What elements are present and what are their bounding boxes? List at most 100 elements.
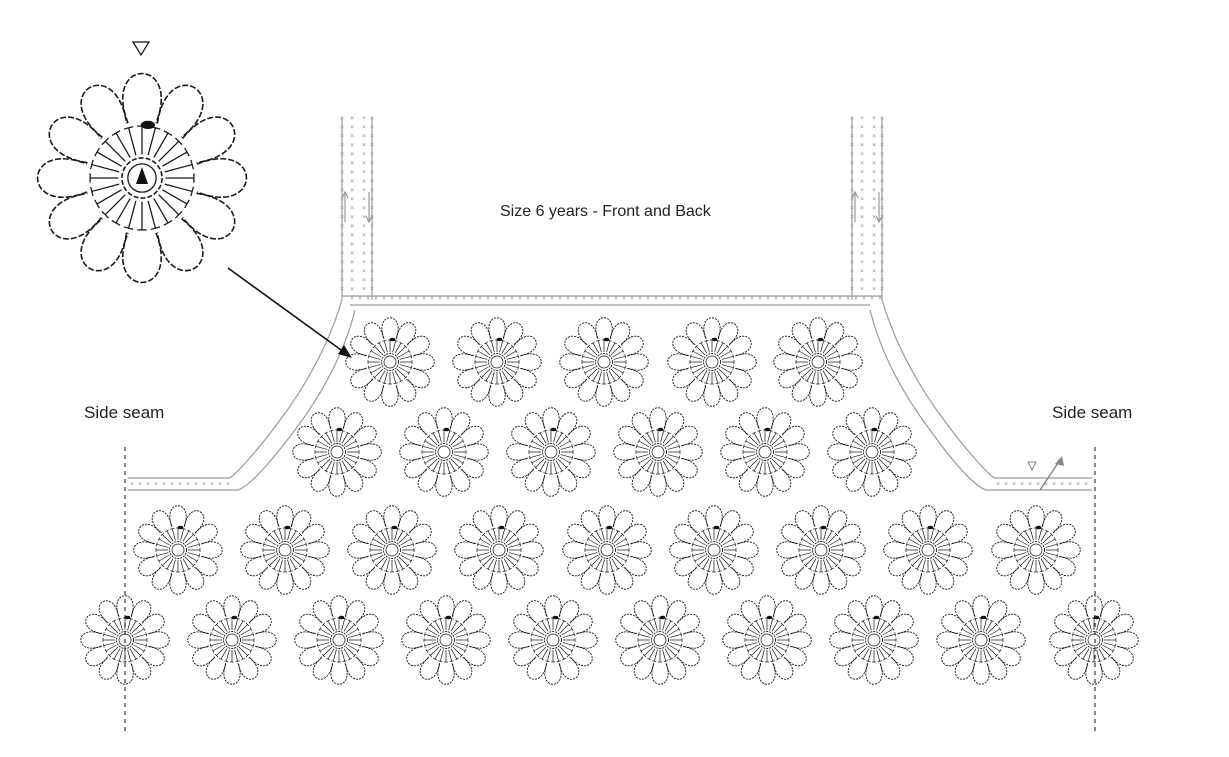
stitch-mark: × <box>362 285 366 293</box>
stitch-mark: × <box>880 177 884 185</box>
stitch-mark: × <box>860 186 864 194</box>
flower-motif-r3-c4 <box>454 505 544 595</box>
stitch-mark: × <box>850 186 854 194</box>
stitch-mark: × <box>850 276 854 284</box>
stitch-mark: × <box>178 480 182 488</box>
stitch-mark: × <box>582 294 586 302</box>
stitch-mark: × <box>860 195 864 203</box>
flower-motif-r4-c8 <box>829 595 919 685</box>
stitch-mark: × <box>370 222 374 230</box>
stitch-mark: × <box>694 294 698 302</box>
stitch-mark: × <box>1068 480 1072 488</box>
stitch-mark: × <box>678 294 682 302</box>
flower-motifs <box>80 317 1139 685</box>
stitch-mark: × <box>370 177 374 185</box>
stitch-mark: × <box>340 177 344 185</box>
stitch-mark: × <box>362 195 366 203</box>
stitch-mark: × <box>860 249 864 257</box>
stitch-mark: × <box>362 123 366 131</box>
flower-motif-r1-c4 <box>667 317 757 407</box>
stitch-mark: × <box>860 114 864 122</box>
stitch-mark: × <box>350 285 354 293</box>
stitch-mark: × <box>718 294 722 302</box>
stitch-mark: × <box>710 294 714 302</box>
stitch-mark: × <box>542 294 546 302</box>
stitch-mark: × <box>766 294 770 302</box>
stitch-mark: × <box>226 480 230 488</box>
stitch-mark: × <box>350 150 354 158</box>
detail-motif <box>36 41 248 284</box>
flower-motif-r2-c2 <box>399 407 489 497</box>
stitch-mark: × <box>422 294 426 302</box>
stitch-mark: × <box>1036 480 1040 488</box>
stitch-mark: × <box>340 114 344 122</box>
stitch-mark: × <box>860 168 864 176</box>
stitch-mark: × <box>774 294 778 302</box>
stitch-mark: × <box>370 195 374 203</box>
stitch-mark: × <box>370 213 374 221</box>
stitch-mark: × <box>872 258 876 266</box>
stitch-mark: × <box>880 123 884 131</box>
side-seam-label-right: Side seam <box>1052 403 1133 422</box>
stitch-mark: × <box>872 231 876 239</box>
stitch-mark: × <box>210 480 214 488</box>
stitch-mark: × <box>370 186 374 194</box>
stitch-mark: × <box>860 132 864 140</box>
flower-motif-r4-c5 <box>508 595 598 685</box>
stitch-mark: × <box>398 294 402 302</box>
flower-motif-r4-c6 <box>615 595 705 685</box>
stitch-mark: × <box>860 276 864 284</box>
stitch-mark: × <box>860 141 864 149</box>
stitch-mark: × <box>340 123 344 131</box>
stitch-mark: × <box>872 240 876 248</box>
stitch-mark: × <box>590 294 594 302</box>
stitch-mark: × <box>502 294 506 302</box>
stitch-mark: × <box>880 267 884 275</box>
stitch-mark: × <box>872 285 876 293</box>
stitch-mark: × <box>850 177 854 185</box>
stitch-mark: × <box>362 258 366 266</box>
stitch-mark: × <box>350 186 354 194</box>
stitch-mark: × <box>362 249 366 257</box>
stitch-mark: × <box>350 294 354 302</box>
chart-title: Size 6 years - Front and Back <box>500 203 711 220</box>
stitch-mark: × <box>362 222 366 230</box>
stitch-mark: × <box>880 150 884 158</box>
stitch-mark: × <box>374 294 378 302</box>
stitch-mark: × <box>850 258 854 266</box>
stitch-mark: × <box>822 294 826 302</box>
stitch-mark: × <box>860 213 864 221</box>
stitch-mark: × <box>350 141 354 149</box>
stitch-mark: × <box>1060 480 1064 488</box>
stitch-mark: × <box>872 222 876 230</box>
stitch-mark: × <box>850 267 854 275</box>
flower-motif-r1-c5 <box>773 317 863 407</box>
stitch-mark: × <box>614 294 618 302</box>
stitch-mark: × <box>358 294 362 302</box>
stitch-mark: × <box>340 204 344 212</box>
stitch-mark: × <box>370 141 374 149</box>
stitch-mark: × <box>340 132 344 140</box>
stitch-mark: × <box>170 480 174 488</box>
edging-border <box>128 118 1092 491</box>
stitch-mark: × <box>370 159 374 167</box>
stitch-mark: × <box>850 123 854 131</box>
stitch-mark: × <box>462 294 466 302</box>
stitch-mark: × <box>350 204 354 212</box>
stitch-mark: × <box>340 150 344 158</box>
start-triangle-icon <box>136 167 148 184</box>
stitch-mark: × <box>366 294 370 302</box>
stitch-mark: × <box>186 480 190 488</box>
stitch-mark: × <box>850 213 854 221</box>
stitch-mark: × <box>806 294 810 302</box>
stitch-mark: × <box>340 258 344 266</box>
stitch-mark: × <box>526 294 530 302</box>
stitch-mark: × <box>872 276 876 284</box>
stitch-mark: × <box>734 294 738 302</box>
stitch-mark: × <box>370 249 374 257</box>
stitch-mark: × <box>494 294 498 302</box>
stitch-mark: × <box>370 285 374 293</box>
stitch-mark: × <box>340 267 344 275</box>
stitch-mark: × <box>414 294 418 302</box>
